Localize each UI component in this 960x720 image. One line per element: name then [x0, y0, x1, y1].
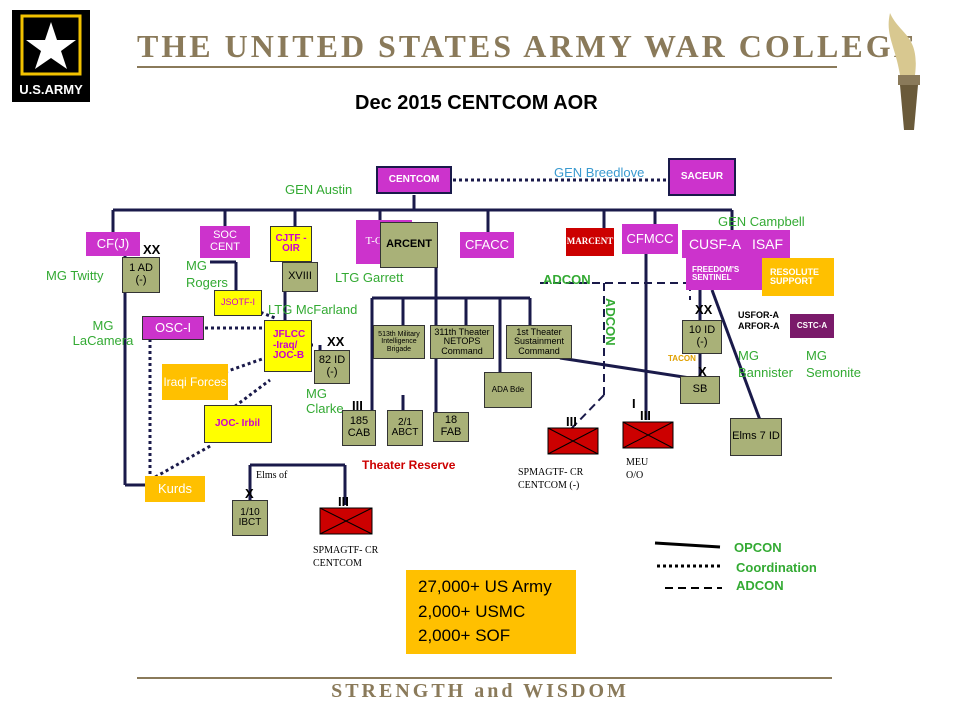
- unit-cfacc: CFACC: [460, 232, 514, 258]
- unit-saceur: SACEUR: [668, 158, 736, 196]
- person-lacamera: MG LaCamera: [72, 318, 134, 348]
- legend-adcon: ADCON: [736, 578, 784, 593]
- annotation-spmagtf2: SPMAGTF- CR CENTCOM: [313, 545, 379, 569]
- summary-sof: 2,000+ SOF: [418, 626, 511, 645]
- person-bannister: MG Bannister: [738, 348, 793, 380]
- unit-jsotf: JSOTF-I: [214, 290, 262, 316]
- header-rule: [137, 66, 837, 68]
- annotation-spmagtf1: SPMAGTF- CR CENTCOM (-): [518, 467, 584, 491]
- unit-1ad: 1 AD (-): [122, 257, 160, 293]
- unit-centcom: CENTCOM: [376, 166, 452, 194]
- torch-icon: [860, 5, 955, 135]
- unit-marcent: MARCENT: [566, 228, 614, 256]
- unit-185cab: 185 CAB: [342, 410, 376, 446]
- person-rogers: MG Rogers: [186, 258, 228, 290]
- marine-unit-symbol: [319, 421, 674, 535]
- unit-cusfa: CUSF-A: [682, 230, 748, 258]
- unit-isaf: ISAF: [745, 230, 790, 258]
- echelon-iii-spmagtf1: III: [566, 414, 577, 429]
- echelon-i-meu: I: [632, 396, 636, 411]
- unit-82id: 82 ID (-): [314, 350, 350, 384]
- unit-2-1abct: 2/1 ABCT: [387, 410, 423, 446]
- annotation-adcon-v: ADCON: [603, 298, 618, 346]
- unit-cstca: CSTC-A: [790, 314, 834, 338]
- unit-513mi: 513th Military Intelligence Brigade: [373, 325, 425, 359]
- slide-title: Dec 2015 CENTCOM AOR: [355, 92, 598, 114]
- unit-freedom: FREEDOM'S SENTINEL: [686, 258, 764, 290]
- person-garrett: LTG Garrett: [335, 270, 404, 285]
- unit-cfmcc: CFMCC: [622, 224, 678, 254]
- person-breedlove: GEN Breedlove: [554, 165, 645, 180]
- unit-kurds: Kurds: [145, 476, 205, 502]
- unit-10id: 10 ID (-): [682, 320, 722, 354]
- legend-opcon: OPCON: [734, 540, 782, 555]
- unit-resolute: RESOLUTE SUPPORT: [762, 258, 834, 296]
- echelon-x-sb: X: [698, 364, 707, 379]
- summary-usmc: 2,000+ USMC: [418, 602, 526, 621]
- person-mcfarland: LTG McFarland: [268, 302, 358, 317]
- unit-cjtf: CJTF -OIR: [270, 226, 312, 262]
- legend-coordination: Coordination: [736, 560, 817, 575]
- unit-xviii: XVIII: [282, 262, 318, 292]
- star-icon: [20, 14, 82, 76]
- echelon-xx-2: XX: [327, 334, 345, 349]
- unit-arcent: ARCENT: [380, 222, 438, 268]
- echelon-xx: XX: [143, 242, 161, 257]
- unit-1tsc: 1st Theater Sustainment Command: [506, 325, 572, 359]
- echelon-iii-spmagtf2: III: [338, 494, 349, 509]
- person-campbell: GEN Campbell: [718, 214, 805, 229]
- unit-jflcc: JFLCC -Iraq/ JOC-B: [264, 320, 312, 372]
- footer-rule: [137, 677, 832, 679]
- annotation-tacon: TACON: [668, 354, 696, 363]
- unit-elms7id: Elms 7 ID: [730, 418, 782, 456]
- unit-cfj: CF(J): [86, 232, 140, 256]
- echelon-x-ibct: X: [245, 486, 254, 501]
- annotation-usfor: USFOR-A ARFOR-A: [738, 310, 780, 331]
- unit-18fab: 18 FAB: [433, 412, 469, 442]
- person-twitty: MG Twitty: [46, 268, 104, 283]
- unit-311netops: 311th Theater NETOPS Command: [430, 325, 494, 359]
- annotation-elms-of: Elms of: [256, 470, 288, 481]
- unit-joc: JOC- Irbil: [204, 405, 272, 443]
- annotation-theater-reserve: Theater Reserve: [362, 458, 456, 472]
- annotation-adcon-h: ADCON: [543, 272, 591, 287]
- unit-iraqi: Iraqi Forces: [162, 364, 228, 400]
- summary-box: 27,000+ US Army 2,000+ USMC 2,000+ SOF: [406, 570, 576, 654]
- header-title: THE UNITED STATES ARMY WAR COLLEGE: [137, 28, 918, 64]
- logo-text: U.S.ARMY: [19, 82, 83, 97]
- army-logo: U.S.ARMY: [12, 10, 90, 102]
- unit-soccent: SOC CENT: [200, 226, 250, 258]
- person-austin: GEN Austin: [285, 182, 353, 197]
- person-clarke: MG Clarke: [306, 386, 344, 416]
- person-semonite: MG Semonite: [806, 348, 861, 380]
- footer-text: STRENGTH and WISDOM: [331, 680, 629, 702]
- annotation-meu: MEU O/O: [626, 457, 649, 481]
- unit-ada: ADA Bde: [484, 372, 532, 408]
- echelon-iii-meu: III: [640, 408, 651, 423]
- summary-army: 27,000+ US Army: [418, 577, 552, 596]
- unit-sb: SB: [680, 376, 720, 404]
- unit-osci: OSC-I: [142, 316, 204, 340]
- echelon-iii-cab: III: [352, 398, 363, 413]
- echelon-xx-3: XX: [695, 302, 713, 317]
- unit-1-10ibct: 1/10 IBCT: [232, 500, 268, 536]
